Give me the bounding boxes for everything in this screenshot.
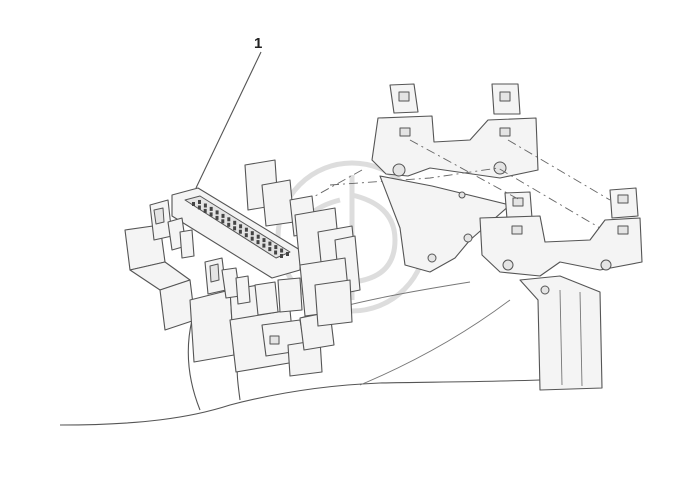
fuse-pin xyxy=(227,222,231,227)
callout-1: 1 xyxy=(195,35,262,189)
fuse-pin xyxy=(203,208,207,213)
fuse-pin xyxy=(209,212,213,217)
fuse-pin xyxy=(256,240,260,245)
fuse-pin xyxy=(262,238,266,243)
fuse-pin xyxy=(233,226,237,231)
fuse-pin xyxy=(221,219,225,224)
fuse-pin xyxy=(286,252,289,256)
fuse-pin xyxy=(280,254,283,258)
fuse-pin xyxy=(268,241,272,246)
fuse-pin xyxy=(197,205,201,210)
fuse-pin xyxy=(250,231,254,236)
fuse-pin xyxy=(250,236,254,241)
fuse-pin xyxy=(280,248,284,253)
fuse-pin xyxy=(198,200,201,204)
fuse-pin xyxy=(268,247,272,252)
fuse-pin xyxy=(244,233,248,238)
fuse-pin xyxy=(221,213,225,218)
mounting-bracket xyxy=(289,83,643,391)
callout-number: 1 xyxy=(254,35,262,52)
fuse-pin xyxy=(239,224,243,229)
fuse-pin xyxy=(274,250,278,255)
fuse-pin xyxy=(262,243,266,248)
fuse-relay-box xyxy=(124,159,361,377)
fuse-pin xyxy=(244,227,248,232)
fuse-pin xyxy=(209,206,213,211)
fuse-pin xyxy=(215,215,219,220)
fuse-pin xyxy=(256,234,260,239)
fuse-pin xyxy=(274,245,278,250)
fuse-pin xyxy=(192,202,195,206)
fuse-pin xyxy=(233,220,237,225)
fuse-pin xyxy=(227,217,231,222)
fuse-pin xyxy=(215,210,219,215)
fuse-pin xyxy=(238,229,242,234)
fuse-pin xyxy=(203,203,207,208)
